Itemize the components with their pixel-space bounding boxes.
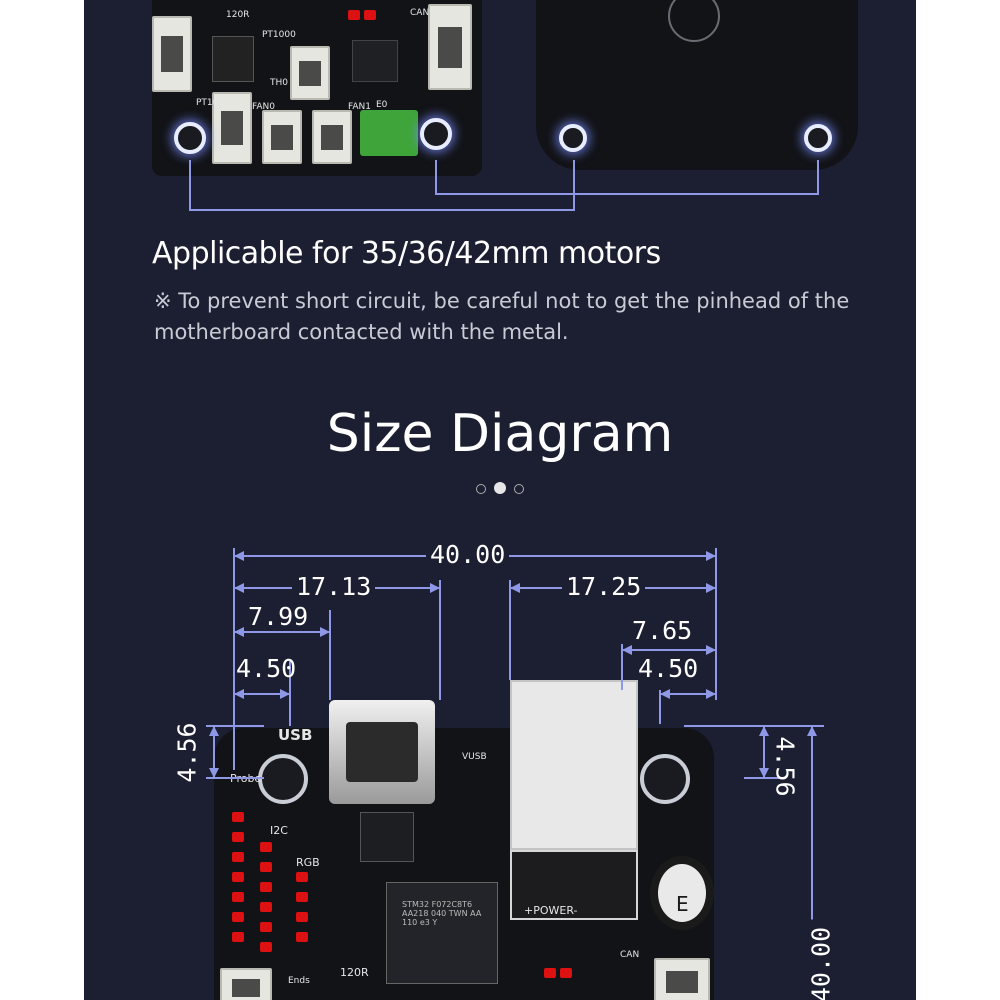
jumper-pin [348, 10, 360, 20]
red-pin [296, 912, 308, 922]
connector-fan0 [262, 110, 302, 164]
silk-fan0: FAN0 [252, 102, 275, 112]
red-pin [232, 892, 244, 902]
motor-shaft [668, 0, 720, 42]
dip-switch [212, 36, 254, 82]
red-pin [260, 862, 272, 872]
connector-ends [220, 968, 272, 1000]
red-pin [260, 842, 272, 852]
connector-left [152, 16, 192, 92]
mcu-chip [352, 40, 398, 82]
red-pin [232, 932, 244, 942]
pager-dot[interactable] [514, 484, 524, 494]
red-pin [560, 968, 572, 978]
red-pin [232, 852, 244, 862]
product-panel: 120R PT1000 TH0 PT100 FAN0 FAN1 E0 CAN A… [84, 0, 916, 1000]
mount-hole [559, 124, 587, 152]
silk-120r: 120R [340, 966, 369, 979]
applicable-heading: Applicable for 35/36/42mm motors [152, 236, 661, 271]
silk-e0: E0 [376, 100, 388, 110]
connector-fan1 [312, 110, 352, 164]
mount-hole [174, 122, 206, 154]
mount-hole [804, 124, 832, 152]
mount-hole [420, 118, 452, 150]
red-pin [544, 968, 556, 978]
mounting-connector-lines [189, 160, 819, 211]
silk-fan1: FAN1 [348, 102, 371, 112]
usb-c-opening [346, 722, 418, 782]
connector-can [654, 958, 710, 1000]
red-pin [296, 892, 308, 902]
pager-dot[interactable] [476, 484, 486, 494]
silk-pt1000: PT1000 [262, 30, 296, 40]
red-pin [260, 922, 272, 932]
mcu-chip [386, 882, 498, 984]
mount-hole [640, 754, 690, 804]
red-pin [260, 942, 272, 952]
red-pin [232, 812, 244, 822]
silk-e: E [676, 892, 689, 916]
red-pin [260, 902, 272, 912]
capacitor [650, 856, 714, 930]
red-pin [232, 872, 244, 882]
dim-left-vertical: 4.56 [172, 722, 202, 783]
terminal-block-e0 [360, 110, 418, 156]
dim-right-height: 40.00 [806, 919, 836, 1000]
dim-left-7: 7.99 [248, 602, 309, 631]
silk-i2c: I2C [270, 824, 288, 837]
connector-can [428, 4, 472, 90]
dimension-lines [206, 548, 824, 1000]
red-pin [296, 932, 308, 942]
pager-dots [476, 482, 524, 496]
pager-dot-active[interactable] [494, 482, 506, 494]
silk-ends: Ends [288, 976, 310, 986]
red-pin [232, 832, 244, 842]
silk-can: CAN [620, 950, 640, 960]
red-pin [296, 872, 308, 882]
silk-rgb: RGB [296, 856, 320, 869]
dim-right-4: 4.50 [638, 654, 699, 683]
connector-pt100 [212, 92, 252, 164]
power-terminal [510, 850, 638, 920]
silk-pt100: PT100 [196, 98, 225, 108]
silk-120r: 120R [226, 10, 250, 20]
dim-right-17: 17.25 [562, 572, 646, 601]
mount-hole [258, 754, 308, 804]
size-diagram-title: Size Diagram [326, 404, 674, 464]
jumper-pin [364, 10, 376, 20]
connector-th0 [290, 46, 330, 100]
silk-can: CAN [410, 8, 430, 18]
motor-power-connector [510, 680, 638, 850]
silk-mcu: STM32 F072C8T6 AA218 040 TWN AA 110 e3 Y [402, 900, 482, 927]
silk-vusb: VUSB [462, 752, 487, 762]
dim-left-17: 17.13 [292, 572, 376, 601]
toolhead-board-top: 120R PT1000 TH0 PT100 FAN0 FAN1 E0 CAN [152, 0, 482, 176]
red-pin [232, 912, 244, 922]
dim-right-vertical: 4.56 [770, 736, 800, 797]
dim-total-width: 40.00 [426, 540, 510, 569]
dim-right-7: 7.65 [632, 616, 693, 645]
red-pin [260, 882, 272, 892]
dim-left-4: 4.50 [236, 654, 297, 683]
silk-power: +POWER- [524, 904, 578, 917]
silk-usb: USB [278, 726, 313, 744]
small-chip [360, 812, 414, 862]
silk-th0: TH0 [270, 78, 288, 88]
warning-text: ※ To prevent short circuit, be careful n… [154, 289, 850, 344]
